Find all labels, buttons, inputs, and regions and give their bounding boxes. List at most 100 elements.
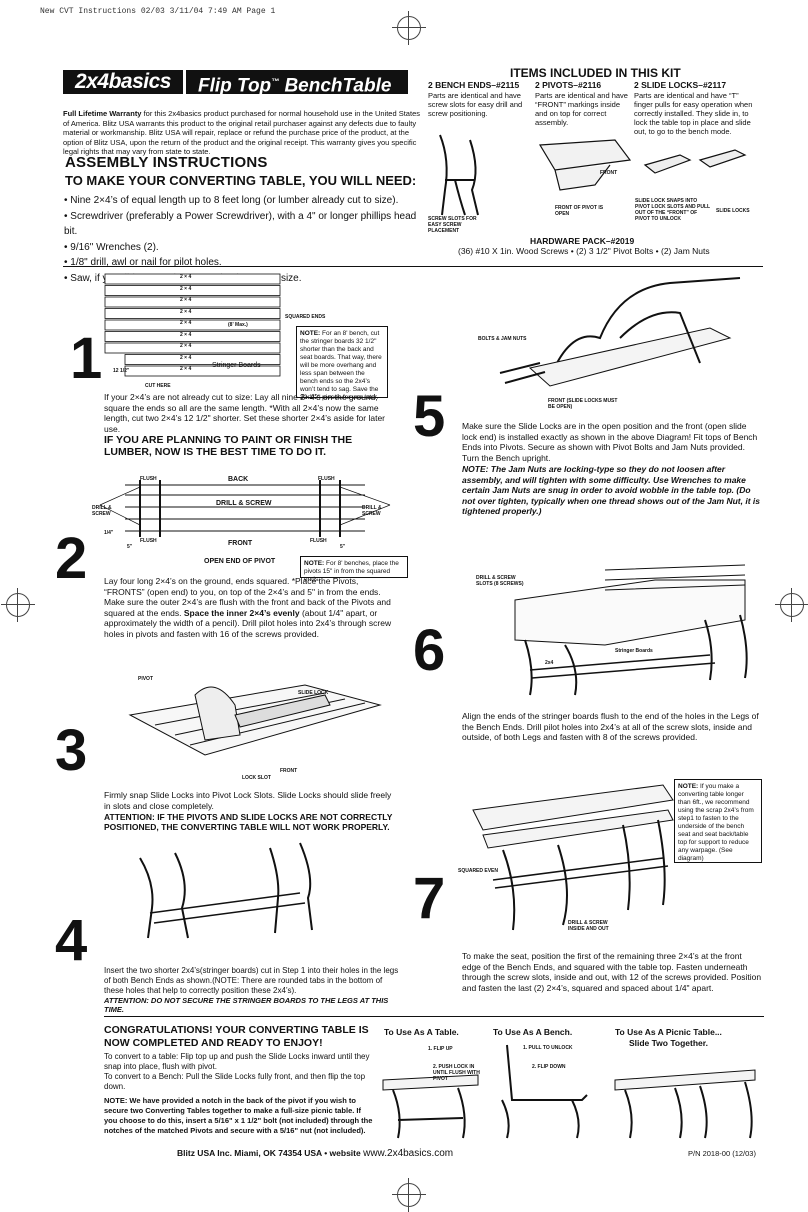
print-header: New CVT Instructions 02/03 3/11/04 7:49 … <box>40 7 276 16</box>
five-inch-label: 5" <box>340 544 346 550</box>
dimension-label: 12 1/2" <box>113 368 130 374</box>
back-label: BACK <box>228 476 249 483</box>
registration-mark-icon <box>775 588 808 622</box>
product-title: Flip Top™ BenchTable <box>186 70 408 96</box>
step4-bench-ends-diagram <box>139 842 313 939</box>
kit-item-text: Parts are identical and have “T” finger … <box>634 90 753 136</box>
need-item: • 9/16" Wrenches (2). <box>64 241 159 253</box>
step7-note: NOTE: If you make a converting table lon… <box>674 779 762 863</box>
flush-label: FLUSH <box>310 538 327 544</box>
board-label: 2 × 4 <box>180 343 192 349</box>
use-bench-diagram <box>501 1044 588 1139</box>
hardware-text: (36) #10 X 1in. Wood Screws • (2) 3 1/2"… <box>458 246 710 256</box>
assembly-heading: ASSEMBLY INSTRUCTIONS <box>65 154 268 171</box>
stringer-label: Stringer Boards <box>212 362 261 369</box>
step6-bench-diagram <box>514 564 748 696</box>
drill-screw-label: DRILL & SCREW <box>216 500 272 507</box>
pivot-label: PIVOT <box>138 676 154 682</box>
squared-ends-label: SQUARED ENDS <box>285 314 326 320</box>
step1-note: NOTE: For an 8' bench, cut the stringer … <box>296 326 388 401</box>
need-item: • Nine 2×4’s of equal length up to 8 fee… <box>64 195 399 206</box>
open-end-label: OPEN END OF PIVOT <box>204 558 276 565</box>
step-number: 6 <box>413 618 446 683</box>
step6-text: Align the ends of the stringer boards fl… <box>462 711 759 742</box>
kit-item-text: Parts are identical and have “FRONT” mar… <box>535 90 628 127</box>
board-label: 2 × 4 <box>180 354 192 361</box>
kit-item-pivots: 2 PIVOTS–#2116 Parts are identical and h… <box>535 80 630 127</box>
registration-mark-icon <box>1 588 35 622</box>
step3-slide-lock-diagram <box>128 684 382 756</box>
bolts-label: BOLTS & JAM NUTS <box>478 336 527 342</box>
need-item: • 1/8" drill, awl or nail for pilot hole… <box>64 257 222 268</box>
warranty-text: for this 2x4basics product purchased for… <box>63 109 420 156</box>
step2-text: Lay four long 2×4’s on the ground, ends … <box>104 576 392 639</box>
step1-text: If your 2×4’s are not already cut to siz… <box>104 392 386 434</box>
flip-up-label: 1. FLIP UP <box>428 1046 453 1052</box>
footer-company: Blitz USA Inc. Miami, OK 74354 USA • web… <box>177 1148 454 1159</box>
board-rect <box>104 285 281 296</box>
step4-text: Insert the two shorter 2x4’s(stringer bo… <box>104 966 399 995</box>
step3-warning: ATTENTION: IF THE PIVOTS AND SLIDE LOCKS… <box>104 812 393 832</box>
step4-warning: ATTENTION: DO NOT SECURE THE STRINGER BO… <box>104 996 389 1014</box>
use-table-diagram <box>382 1074 479 1139</box>
callout-slide-snaps: SLIDE LOCK SNAPS INTO PIVOT LOCK SLOTS A… <box>635 198 711 222</box>
need-heading: TO MAKE YOUR CONVERTING TABLE, YOU WILL … <box>65 173 417 188</box>
board-rect <box>104 273 281 285</box>
board-label: 2 × 4 <box>180 297 192 303</box>
slide-lock-illustration <box>643 149 747 174</box>
quarter-inch-label: 1/4" <box>104 530 114 536</box>
stringer-boards-label: Stringer Boards <box>615 648 653 654</box>
congrats-text: To convert to a table: Flip top up and p… <box>104 1052 370 1091</box>
step1-boards-diagram <box>104 273 281 377</box>
board-rect <box>104 296 281 308</box>
step-number: 7 <box>413 866 446 931</box>
step5-text: Make sure the Slide Locks are in the ope… <box>462 421 758 463</box>
flush-label: FLUSH <box>140 538 157 544</box>
hardware-heading: HARDWARE PACK–#2019 <box>530 236 635 246</box>
board-rect <box>124 365 281 377</box>
board-rect <box>124 354 281 365</box>
step7-seat-diagram <box>472 784 674 931</box>
max-label: (8' Max.) <box>228 322 248 328</box>
step3-text: Firmly snap Slide Locks into Pivot Lock … <box>104 790 392 811</box>
step-number: 1 <box>70 326 103 391</box>
warranty-label: Full Lifetime Warranty <box>63 109 142 118</box>
step5-pivot-bolt-diagram <box>499 277 741 387</box>
step2-note: NOTE: For 8' benches, place the pivots 1… <box>300 556 408 583</box>
step5-note: NOTE: The Jam Nuts are locking-type so t… <box>462 464 761 516</box>
board-rect <box>104 308 281 319</box>
push-lock-label: 2. PUSH LOCK IN UNTIL FLUSH WITH PIVOT <box>433 1064 480 1082</box>
kit-item-title: 2 PIVOTS–#2116 <box>535 80 602 90</box>
website-link[interactable]: www.2x4basics.com <box>363 1148 454 1159</box>
board-rect <box>104 342 281 354</box>
slide-lock-label: SLIDE LOCK <box>298 690 329 696</box>
registration-mark-icon <box>392 1178 426 1212</box>
lock-slot-label: LOCK SLOT <box>242 775 271 781</box>
squared-even-label: SQUARED EVEN <box>458 868 499 874</box>
drill-screw-label: DRILL & SCREW <box>362 505 382 517</box>
board-label: 2 × 4 <box>180 331 192 338</box>
pull-unlock-label: 1. PULL TO UNLOCK <box>523 1045 573 1051</box>
callout-slide-locks: SLIDE LOCKS <box>716 208 750 214</box>
need-item: • Screwdriver (preferably a Power Screwd… <box>64 210 417 238</box>
kit-heading: ITEMS INCLUDED IN THIS KIT <box>510 66 681 80</box>
congrats-heading: CONGRATULATIONS! YOUR CONVERTING TABLE I… <box>104 1024 369 1049</box>
warranty: Full Lifetime Warranty for this 2x4basic… <box>63 109 428 157</box>
section-divider <box>63 266 763 267</box>
kit-item-text: Parts are identical and have screw slots… <box>428 90 523 118</box>
board-label: 2 × 4 <box>180 366 192 372</box>
kit-item-slide-locks: 2 SLIDE LOCKS–#2117 Parts are identical … <box>634 80 759 136</box>
board-rect <box>104 319 281 331</box>
front-label: FRONT <box>280 768 298 774</box>
registration-mark-icon <box>392 11 426 45</box>
part-number: P/N 2018-00 (12/03) <box>688 1149 756 1158</box>
use-bench-heading: To Use As A Bench. <box>493 1027 573 1037</box>
callout-front: FRONT <box>600 170 618 176</box>
use-picnic-diagram <box>614 1069 756 1139</box>
step-number: 4 <box>55 908 88 973</box>
flush-label: FLUSH <box>140 476 157 482</box>
bench-end-illustration <box>439 134 479 216</box>
callout-front-of-pivot: FRONT OF PIVOT IS OPEN <box>555 205 604 217</box>
board-label: 2 × 4 <box>180 308 192 315</box>
two-by-four-label: 2x4 <box>545 660 554 666</box>
